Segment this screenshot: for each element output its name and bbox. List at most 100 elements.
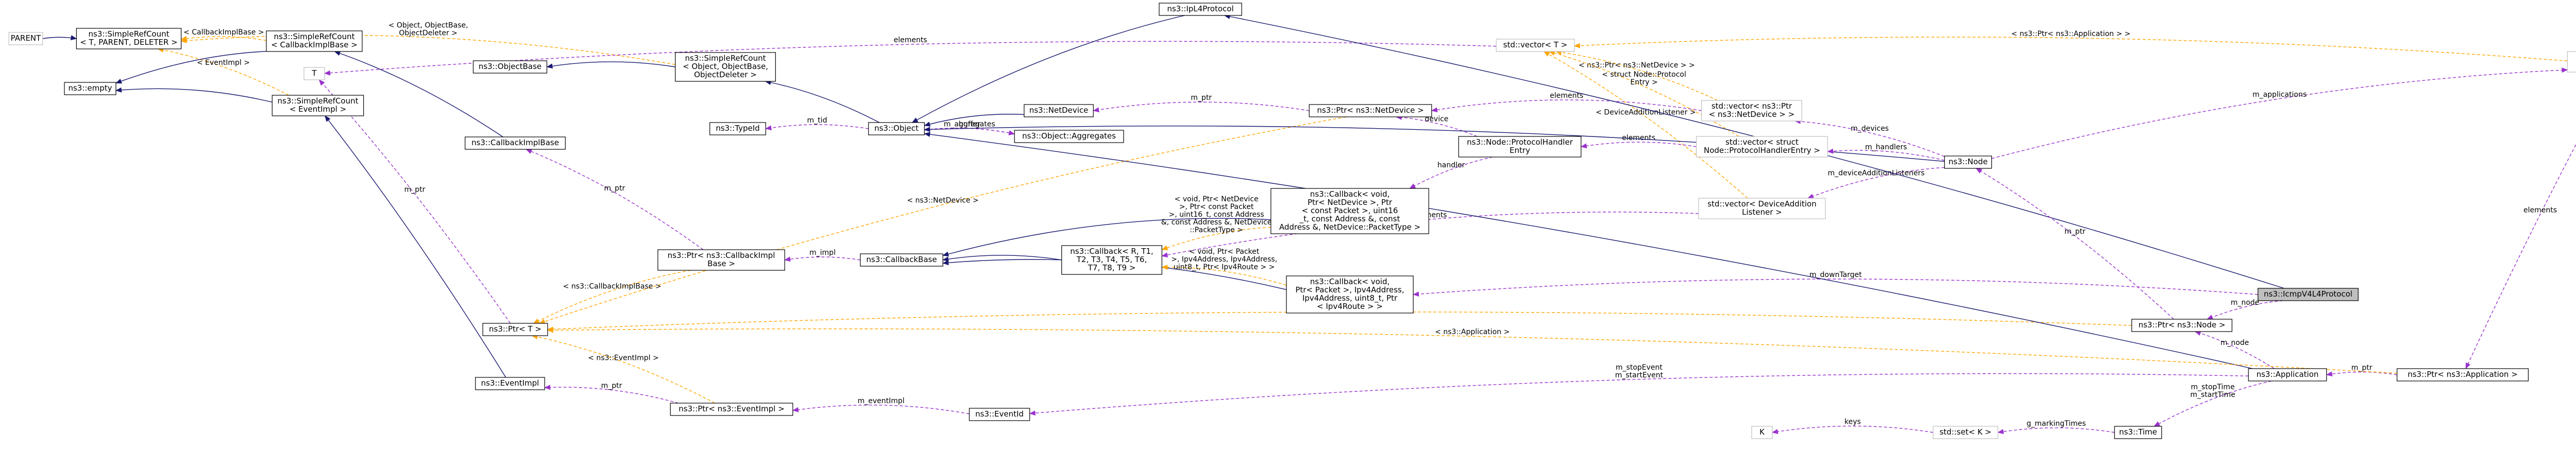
node-label: T7, T8, T9 > (1088, 263, 1136, 272)
node-label: ns3::IcmpV4L4Protocol (2264, 289, 2352, 299)
class-node-ptrEventImpl[interactable]: ns3::Ptr< ns3::EventImpl > (670, 403, 793, 416)
edges-layer: < CallbackImplBase >< EventImpl >< Objec… (42, 14, 2576, 435)
edge-label: m_startEvent (1615, 371, 1664, 379)
edge-label: m_ptr (601, 382, 622, 390)
class-node-typeid[interactable]: ns3::TypeId (709, 122, 766, 135)
edge-line (1573, 37, 2568, 62)
node-box (465, 136, 566, 150)
class-node-icmp[interactable]: ns3::IcmpV4L4Protocol (2258, 288, 2359, 301)
node-box (709, 122, 766, 135)
class-node-srcTpl[interactable]: ns3::SimpleRefCount< T, PARENT, DELETER … (76, 28, 182, 49)
node-box (1024, 104, 1094, 117)
class-node-application[interactable]: ns3::Application (2248, 368, 2327, 381)
edge-label: < DeviceAdditionListener > (1596, 109, 1696, 117)
edge-label: m_startTime (2190, 391, 2235, 399)
edge-icmp-to-ptrNode: m_node (2207, 299, 2283, 320)
class-node-time[interactable]: ns3::Time (2114, 426, 2162, 439)
class-node-protoHandlerEntry[interactable]: ns3::Node::ProtocolHandlerEntry (1458, 136, 1582, 158)
class-node-callbackProto[interactable]: ns3::Callback< void,Ptr< NetDevice >, Pt… (1270, 188, 1429, 234)
class-node-T[interactable]: T (303, 67, 325, 80)
edge-srcCbImpl-to-empty (115, 50, 267, 84)
class-node-setK[interactable]: std::set< K > (1933, 426, 1998, 439)
class-node-parent[interactable]: PARENT (8, 32, 43, 45)
node-box (1701, 100, 1802, 122)
edge-line (1409, 157, 1493, 189)
node-label: ns3::Ptr< ns3::NetDevice > (1317, 106, 1423, 115)
class-node-callbackR[interactable]: ns3::Callback< R, T1,T2, T3, T4, T5, T6,… (1061, 245, 1162, 275)
node-label: ns3::Callback< void, (1310, 189, 1389, 199)
class-node-object[interactable]: ns3::Object (868, 122, 925, 135)
class-node-vecPtrNetDevice[interactable]: std::vector< ns3::Ptr< ns3::NetDevice > … (1701, 100, 1802, 122)
class-node-ptrApp[interactable]: ns3::Ptr< ns3::Application > (2397, 368, 2529, 381)
class-node-vecPtrApp[interactable]: std::vector< ns3::Ptr< ns3::Application … (2567, 51, 2576, 73)
edge-line (1161, 264, 1287, 286)
edge-label: elements (1622, 134, 1655, 142)
edge-label: keys (1844, 418, 1861, 426)
edge-label: m_ptr (2064, 228, 2086, 236)
edge-line (1991, 67, 2568, 159)
edge-node-to-vecPtrApp: m_applications (1991, 67, 2568, 159)
edge-label: < struct Node::Protocol (1602, 71, 1686, 79)
edge-protoHandlerEntry-to-callbackProto: handler (1409, 157, 1493, 189)
edge-line (2207, 300, 2283, 320)
edge-line (942, 255, 1062, 262)
class-node-ptrNode[interactable]: ns3::Ptr< ns3::Node > (2131, 319, 2232, 332)
node-box (2397, 368, 2529, 381)
class-node-eventImpl[interactable]: ns3::EventImpl (475, 377, 545, 390)
edge-vecPtrApp-to-vectorT: < ns3::Ptr< ns3::Application > > (1573, 30, 2568, 62)
node-box (657, 249, 785, 271)
node-label: ns3::IpL4Protocol (1167, 4, 1233, 13)
class-node-vecDevAddListener[interactable]: std::vector< DeviceAdditionListener > (1698, 198, 1826, 219)
class-node-ipl4[interactable]: ns3::IpL4Protocol (1159, 3, 1242, 16)
edge-node-to-vecProtoHandler: m_handlers (1827, 143, 1945, 161)
edge-ptrCbImplBase-to-callbackImplBase: m_ptr (526, 149, 704, 250)
edge-line (924, 114, 1024, 127)
node-label: < T, PARENT, DELETER > (80, 38, 177, 47)
class-node-callbackBase[interactable]: ns3::CallbackBase (860, 253, 943, 267)
node-label: Listener > (1742, 207, 1782, 217)
class-node-aggregates[interactable]: ns3::Object::Aggregates (1014, 130, 1124, 143)
node-label: Node::ProtocolHandlerEntry > (1704, 146, 1820, 155)
class-node-callbackDown[interactable]: ns3::Callback< void,Ptr< Packet >, Ipv4A… (1286, 275, 1414, 314)
edge-line (1161, 227, 1271, 250)
edge-vecPtrNetDevice-to-ptrNetDevice: elements (1431, 92, 1702, 113)
class-node-ptrT[interactable]: ns3::Ptr< T > (482, 323, 548, 336)
class-node-empty[interactable]: ns3::empty (64, 82, 116, 95)
edge-label: < CallbackImplBase > (183, 28, 264, 37)
node-label: std::vector< DeviceAddition (1707, 199, 1816, 209)
edge-srcCbImpl-to-srcTpl: < CallbackImplBase > (180, 28, 267, 41)
edge-line (547, 327, 2397, 374)
class-node-objectBase[interactable]: ns3::ObjectBase (472, 60, 548, 74)
edge-line (533, 270, 691, 324)
edge-line (1543, 51, 1748, 199)
class-node-netDevice[interactable]: ns3::NetDevice (1024, 104, 1094, 117)
edge-line (180, 34, 675, 65)
class-node-eventId[interactable]: ns3::EventId (969, 408, 1030, 421)
edge-ptrNetDevice-to-ptrT: < ns3::NetDevice > (538, 116, 1347, 324)
edge-label: Entry > (1630, 78, 1657, 86)
edge-line (1580, 142, 1697, 149)
node-label: Entry (1510, 146, 1530, 155)
class-node-K[interactable]: K (1751, 426, 1773, 439)
node-label: Ptr< Packet >, Ipv4Address, (1295, 285, 1404, 294)
edge-callbackProto-to-callbackR: < void, Ptr< NetDevice>, Ptr< const Pack… (1161, 195, 1272, 250)
class-node-ptrCbImplBase[interactable]: ns3::Ptr< ns3::CallbackImplBase > (657, 249, 785, 271)
edge-line (1093, 101, 1310, 113)
node-label: ObjectDeleter > (694, 70, 757, 79)
class-node-srcCbImpl[interactable]: ns3::SimpleRefCount< CallbackImplBase > (266, 30, 363, 52)
node-label: std::vector< ns3::Ptr (1711, 101, 1792, 111)
class-node-vecProtoHandler[interactable]: std::vector< structNode::ProtocolHandler… (1696, 136, 1828, 158)
node-label: ns3::TypeId (716, 124, 759, 133)
edge-label: m_deviceAdditionListeners (1828, 169, 1925, 178)
class-node-srcEventImpl[interactable]: ns3::SimpleRefCount< EventImpl > (272, 95, 364, 116)
node-label: < ns3::NetDevice > > (1709, 110, 1795, 119)
edge-line (1161, 212, 1699, 258)
edge-line (765, 124, 869, 131)
class-node-node[interactable]: ns3::Node (1944, 155, 1992, 169)
class-node-ptrNetDevice[interactable]: ns3::Ptr< ns3::NetDevice > (1309, 104, 1432, 117)
node-box (272, 95, 364, 116)
class-node-vectorT[interactable]: std::vector< T > (1496, 39, 1575, 52)
class-node-callbackImplBase[interactable]: ns3::CallbackImplBase (465, 136, 566, 150)
class-node-srcObject[interactable]: ns3::SimpleRefCount< Object, ObjectBase,… (675, 52, 776, 82)
